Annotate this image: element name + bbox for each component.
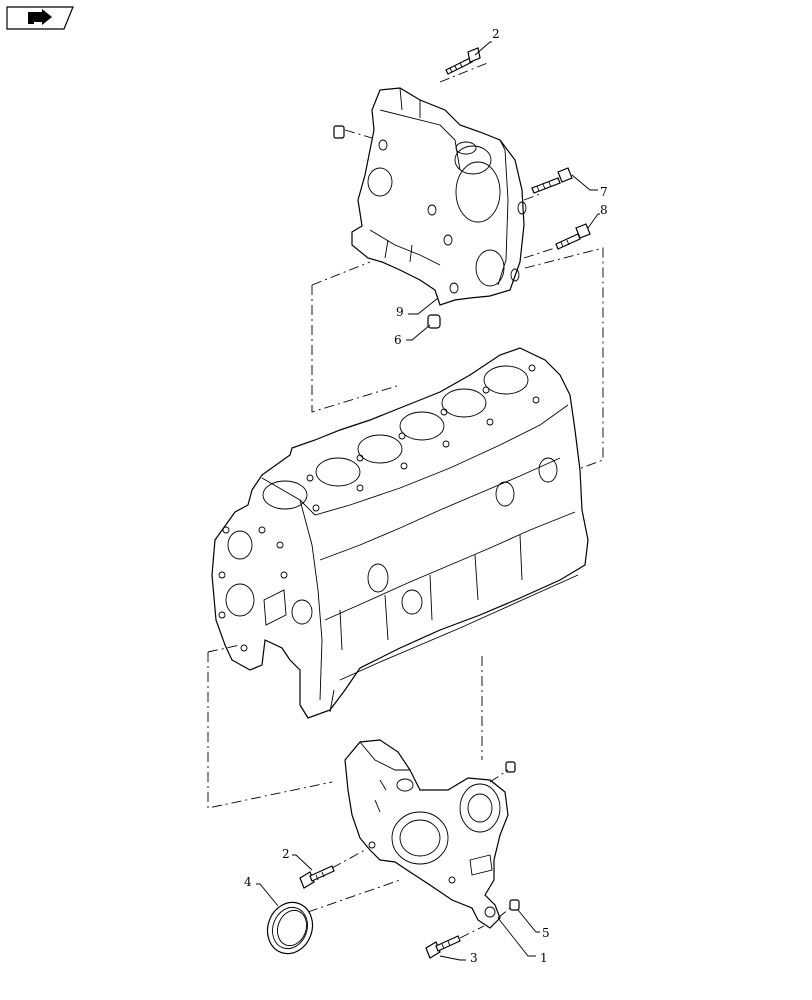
return-arrow-icon — [6, 6, 74, 30]
dowel-pin-6[interactable] — [427, 314, 441, 329]
bolt-2-top[interactable] — [445, 47, 481, 75]
svg-text:6: 6 — [394, 333, 402, 347]
rear-gear-housing[interactable] — [351, 87, 527, 306]
callout-9: 9 — [396, 297, 439, 319]
dowel-pin-top[interactable] — [333, 125, 345, 139]
callout-3: 3 — [439, 951, 478, 965]
bolt-5[interactable] — [509, 899, 520, 911]
callout-4: 4 — [244, 875, 279, 907]
svg-text:3: 3 — [470, 951, 478, 965]
callout-1: 1 — [497, 917, 548, 965]
front-gear-cover[interactable] — [344, 739, 509, 929]
callout-2-bottom: 2 — [282, 847, 313, 871]
bolt-7[interactable] — [531, 167, 573, 194]
callout-6: 6 — [394, 324, 431, 347]
svg-text:7: 7 — [600, 185, 608, 199]
svg-text:9: 9 — [396, 305, 404, 319]
svg-text:5: 5 — [542, 926, 550, 940]
svg-text:4: 4 — [244, 875, 252, 889]
svg-text:8: 8 — [600, 203, 608, 217]
callout-8: 8 — [587, 203, 608, 229]
bolt-2-bottom[interactable] — [299, 865, 335, 889]
nav-return-button[interactable] — [6, 6, 74, 30]
svg-text:1: 1 — [540, 951, 548, 965]
engine-block[interactable] — [211, 347, 589, 719]
front-oil-seal-4[interactable] — [260, 896, 319, 960]
bolt-cover-top[interactable] — [505, 761, 516, 773]
svg-text:2: 2 — [492, 27, 500, 41]
bolt-8[interactable] — [555, 223, 591, 250]
callout-5: 5 — [517, 909, 550, 940]
svg-text:2: 2 — [282, 847, 290, 861]
callout-7: 7 — [571, 174, 608, 199]
bolt-3[interactable] — [425, 935, 461, 959]
callout-2-top: 2 — [474, 27, 500, 56]
